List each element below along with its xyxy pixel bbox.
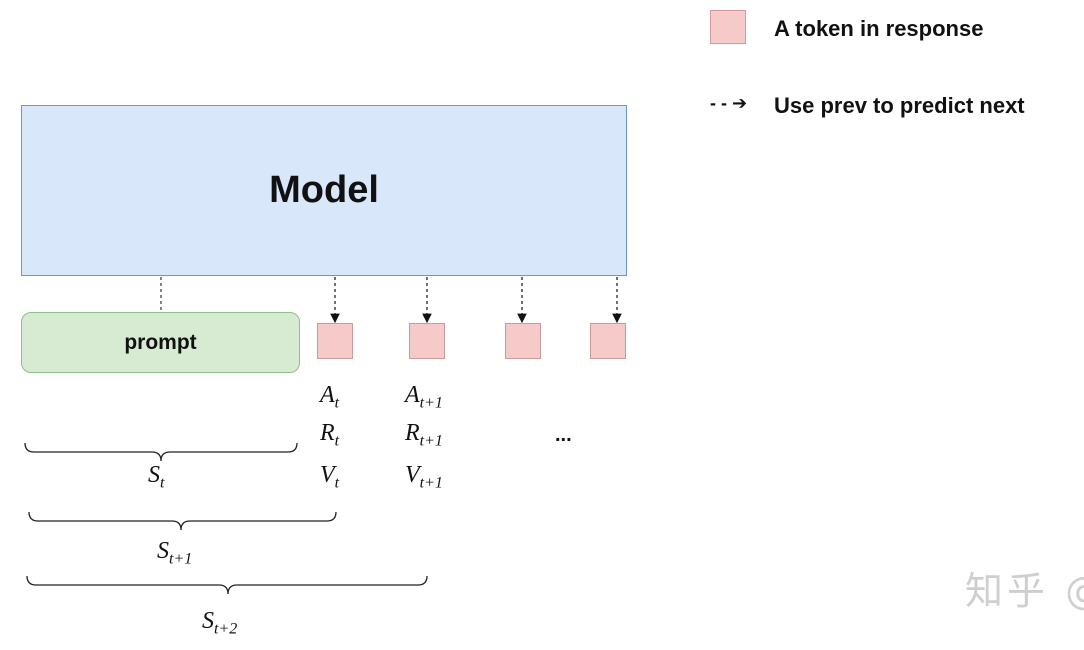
response-token-1: [317, 323, 353, 359]
value-label-t: Vt: [320, 462, 340, 492]
prompt-box: prompt: [21, 312, 300, 373]
model-label: Model: [269, 169, 379, 211]
brace-s-t: [24, 442, 298, 462]
brace-s-t1: [28, 511, 337, 531]
state-label-s-t1: St+1: [157, 538, 193, 568]
state-label-s-t2: St+2: [202, 608, 238, 638]
brace-s-t2: [26, 575, 428, 595]
legend-arrow-label: Use prev to predict next: [774, 93, 1025, 118]
model-box: Model: [21, 105, 627, 276]
action-label-t1: At+1: [405, 382, 443, 412]
action-label-t: At: [320, 382, 340, 412]
legend-token-swatch: [710, 10, 746, 44]
reward-label-t1: Rt+1: [405, 420, 443, 450]
response-token-4: [590, 323, 626, 359]
response-token-3: [505, 323, 541, 359]
state-label-s-t: St: [148, 462, 165, 492]
prompt-label: prompt: [124, 330, 197, 354]
ellipsis: ...: [555, 424, 572, 446]
legend-dashed-arrow-icon: - - ➔: [710, 93, 748, 113]
watermark: 知乎 @: [965, 569, 1084, 613]
reward-label-t: Rt: [320, 420, 340, 450]
legend-token-label: A token in response: [774, 16, 984, 41]
response-token-2: [409, 323, 445, 359]
value-label-t1: Vt+1: [405, 462, 443, 492]
